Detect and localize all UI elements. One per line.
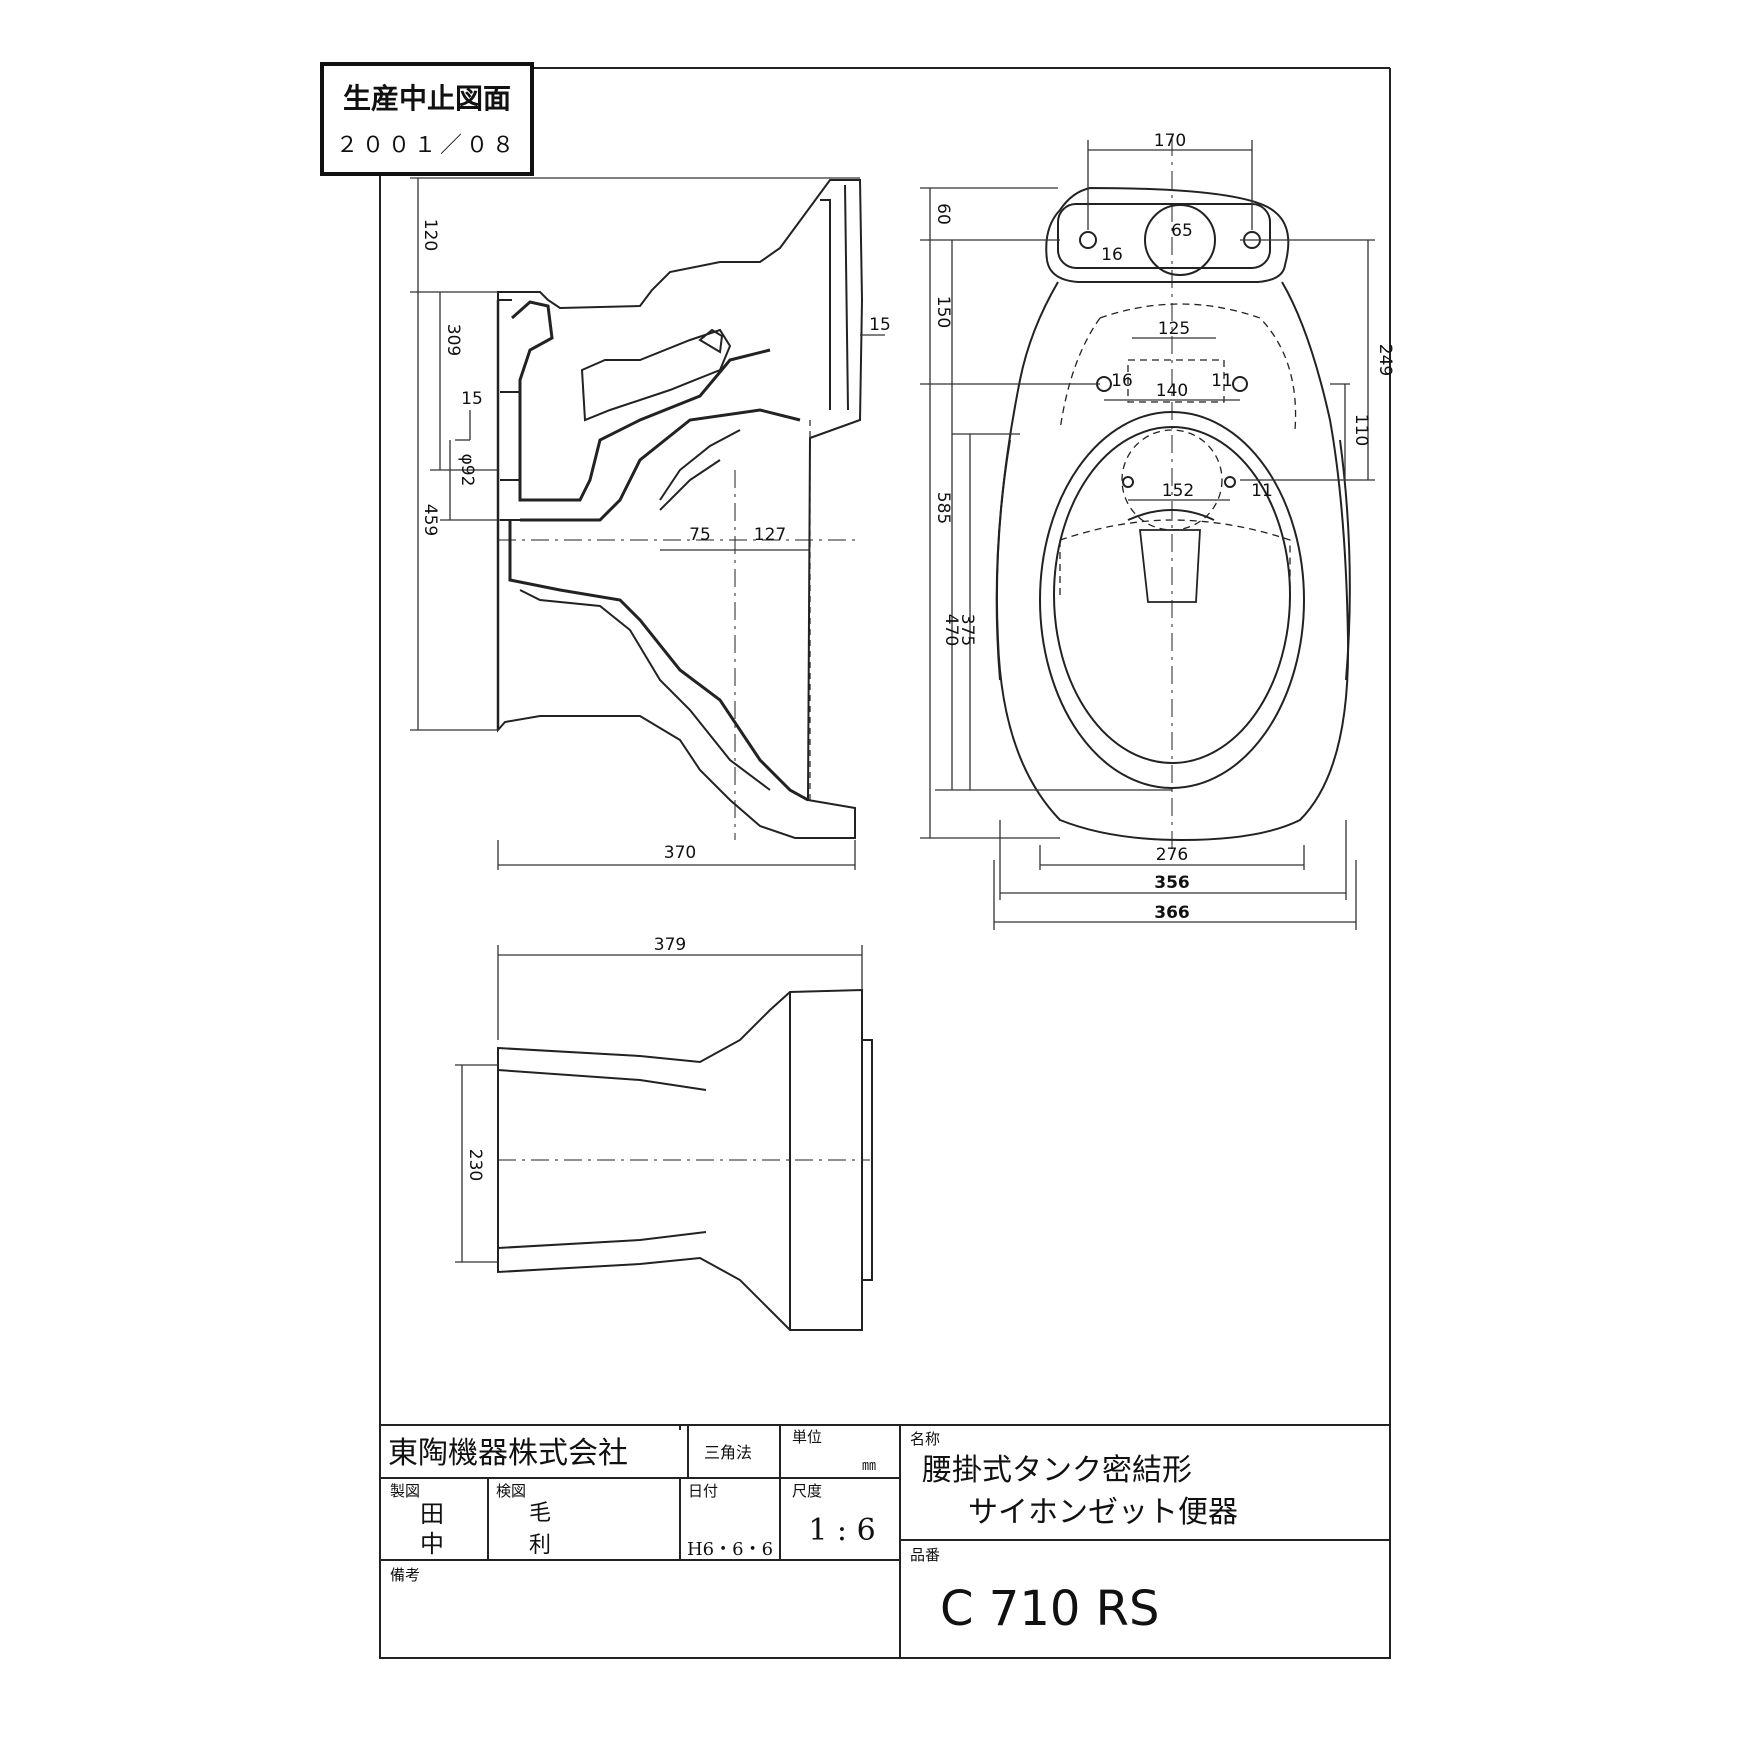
dim-249: 249 (1375, 344, 1395, 376)
unit-value: ㎜ (862, 1458, 876, 1474)
remarks-label: 備考 (390, 1566, 420, 1584)
dim-309: 309 (443, 324, 463, 356)
dim-15-right: 15 (869, 315, 891, 335)
dim-585: 585 (933, 492, 953, 524)
drawn-label: 製図 (390, 1482, 420, 1500)
date-value: H6・6・6 (687, 1539, 773, 1560)
dim-16-tank: 16 (1101, 245, 1123, 265)
drawn-by-1: 田 (420, 1500, 444, 1528)
dim-11-bowl: 11 (1251, 481, 1273, 501)
drawn-by-2: 中 (420, 1530, 444, 1558)
dim-356: 356 (1154, 873, 1190, 893)
side-section-view (496, 179, 864, 840)
side-view-dimension-labels: 120 309 15 φ92 459 15 75 127 370 (420, 219, 891, 863)
company-name: 東陶機器株式会社 (388, 1436, 628, 1471)
discontinued-stamp: 生産中止図面 ２００１／０８ (320, 62, 534, 176)
bottom-view-dimension-lines (455, 945, 863, 1263)
bottom-view (497, 988, 873, 1331)
part-number-label: 品番 (910, 1546, 940, 1564)
dim-459: 459 (420, 504, 440, 536)
dim-152: 152 (1162, 481, 1194, 501)
dim-370: 370 (664, 843, 696, 863)
title-block (379, 1424, 1391, 1659)
drawing-frame (379, 67, 1391, 1659)
bottom-view-dimension-labels: 379 230 (465, 935, 686, 1181)
dim-127: 127 (754, 525, 786, 545)
top-view-dimension-labels: 170 65 16 60 150 125 140 16 11 249 110 1… (933, 131, 1395, 923)
dim-140: 140 (1156, 381, 1188, 401)
checked-by-2: 利 (529, 1533, 551, 1558)
dim-110: 110 (1351, 414, 1371, 446)
name-label: 名称 (910, 1430, 940, 1448)
dim-11-right: 11 (1211, 371, 1233, 391)
projection-method: 三角法 (704, 1443, 752, 1462)
dim-375: 375 (957, 614, 977, 646)
dim-15-left: 15 (461, 389, 483, 409)
scale-value: 1 : 6 (808, 1513, 875, 1548)
dim-170: 170 (1154, 131, 1186, 151)
dim-366: 366 (1154, 903, 1190, 923)
dim-120: 120 (420, 219, 440, 251)
part-number: C 710 RS (940, 1581, 1159, 1637)
top-view-dimension-lines (920, 140, 1375, 930)
stamp-date: ２００１／０８ (336, 133, 518, 158)
product-name-line1: 腰掛式タンク密結形 (922, 1453, 1192, 1488)
unit-label: 単位 (792, 1428, 822, 1446)
dim-230: 230 (465, 1149, 485, 1181)
scale-label: 尺度 (792, 1482, 822, 1500)
dim-60: 60 (933, 203, 953, 225)
dim-65: 65 (1171, 221, 1193, 241)
product-name-line2: サイホンゼット便器 (968, 1495, 1238, 1530)
dim-276: 276 (1156, 845, 1188, 865)
checked-by-1: 毛 (529, 1501, 551, 1526)
title-block-text: 東陶機器株式会社 三角法 単位 ㎜ 名称 腰掛式タンク密結形 サイホンゼット便器… (388, 1428, 1238, 1637)
top-view (995, 138, 1351, 860)
dim-75: 75 (689, 525, 711, 545)
side-view-dimension-lines (410, 177, 885, 870)
dim-379: 379 (654, 935, 686, 955)
date-label: 日付 (688, 1482, 718, 1500)
dim-470: 470 (941, 614, 961, 646)
dim-92: φ92 (457, 454, 477, 487)
checked-label: 検図 (496, 1482, 526, 1500)
dim-125: 125 (1158, 319, 1190, 339)
dim-150: 150 (933, 296, 953, 328)
stamp-title: 生産中止図面 (343, 82, 511, 115)
dim-16-left: 16 (1111, 371, 1133, 391)
